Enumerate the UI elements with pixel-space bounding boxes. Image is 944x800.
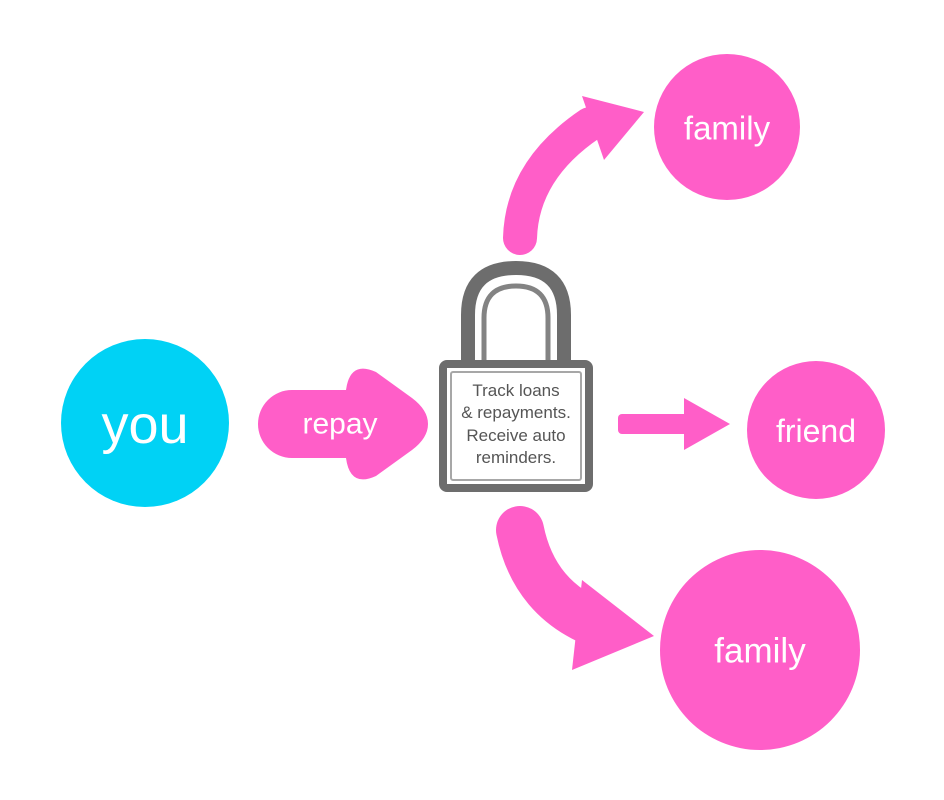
node-you: you <box>61 339 229 507</box>
lock-text-line-1: Track loans <box>472 381 559 400</box>
arrow-to-friend-shaft <box>618 414 694 434</box>
arrow-to-friend <box>618 398 730 450</box>
arrow-to-family-top <box>503 96 644 255</box>
node-friend: friend <box>747 361 885 499</box>
arrow-to-family-bottom-head <box>572 580 654 670</box>
node-friend-circle <box>747 361 885 499</box>
node-you-circle <box>61 339 229 507</box>
node-family-bottom: family <box>660 550 860 750</box>
arrow-repay-shape <box>258 368 428 480</box>
padlock-shackle <box>461 260 571 375</box>
arrow-to-family-top-head <box>582 96 644 160</box>
arrow-repay-label: repay <box>302 408 377 441</box>
padlock-body-inner <box>450 371 582 481</box>
node-friend-label: friend <box>776 413 856 449</box>
node-family-top-circle <box>654 54 800 200</box>
node-you-label: you <box>101 395 188 455</box>
lock-text-line-3: Receive auto <box>466 426 565 445</box>
arrow-to-family-bottom <box>496 506 654 670</box>
lock-text-line-4: reminders. <box>476 448 556 467</box>
padlock-icon: Track loans & repayments. Receive auto r… <box>439 260 593 492</box>
padlock-body <box>439 360 593 492</box>
padlock-shackle-inner <box>481 283 551 371</box>
arrow-to-friend-head <box>684 398 730 450</box>
node-family-top: family <box>654 54 800 200</box>
node-family-bottom-circle <box>660 550 860 750</box>
lock-text-line-2: & repayments. <box>461 403 571 422</box>
node-family-bottom-label: family <box>714 632 806 671</box>
arrow-repay: repay <box>258 368 428 480</box>
arrow-to-family-top-shaft <box>503 107 607 255</box>
node-family-top-label: family <box>684 110 771 147</box>
